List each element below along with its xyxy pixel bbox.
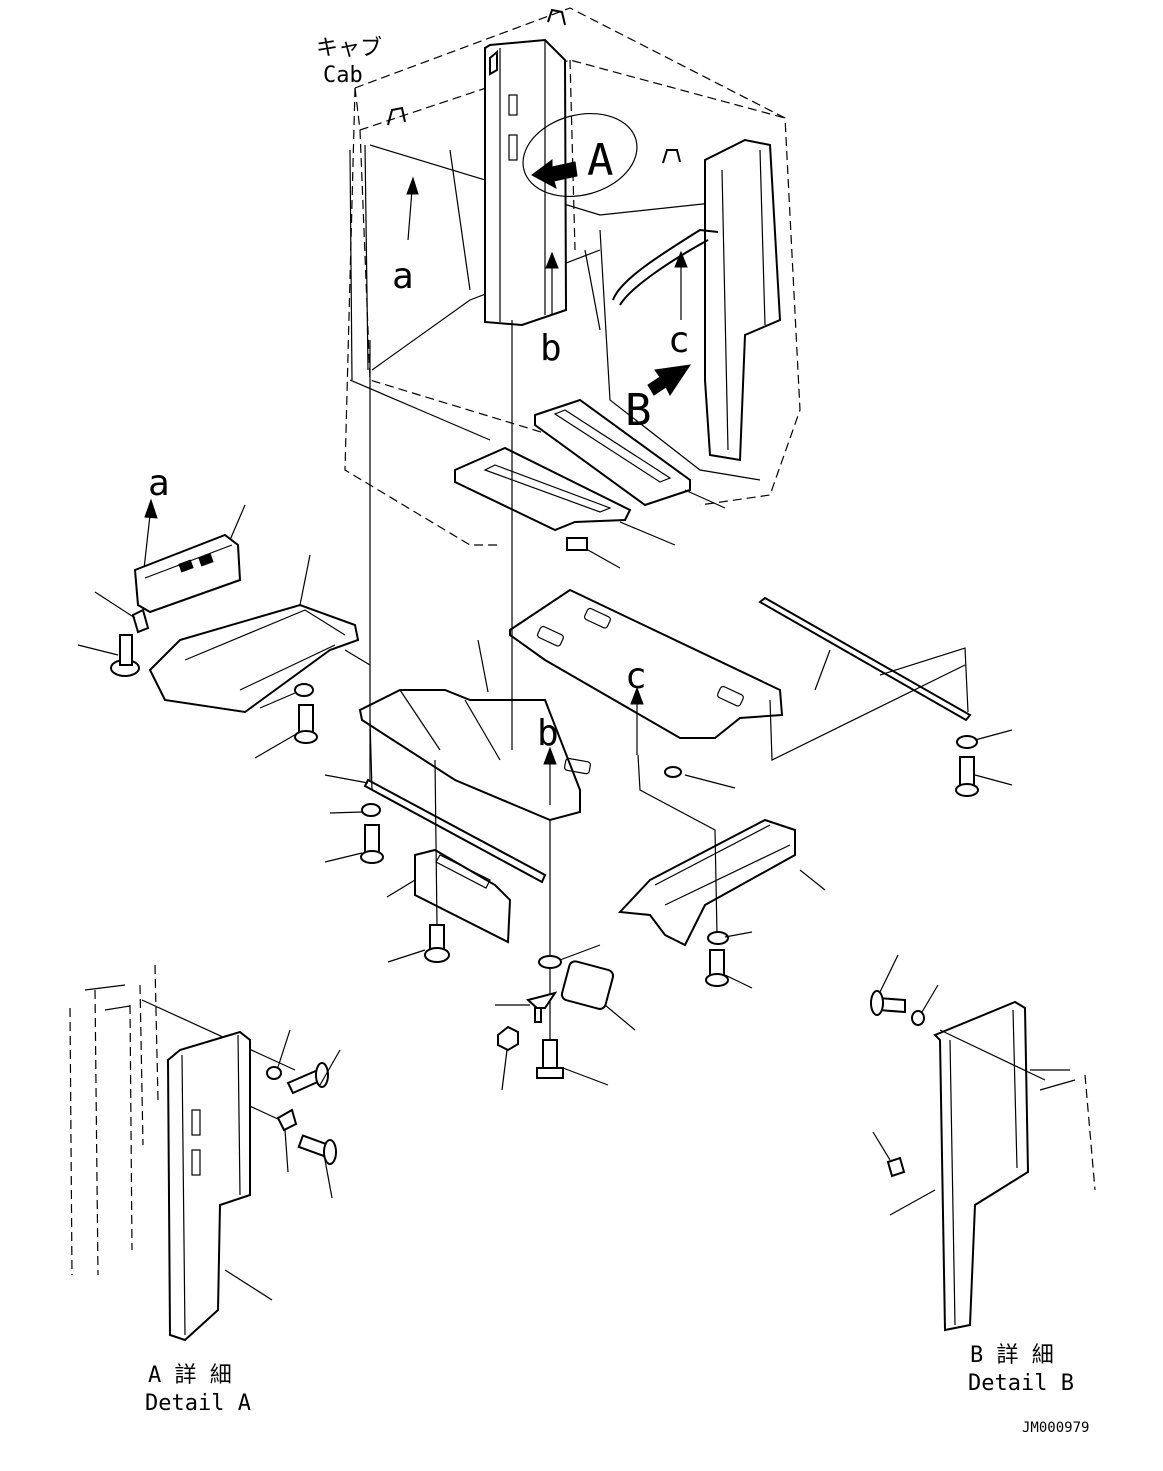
svg-text:b: b [540, 328, 562, 369]
clip-small [94, 591, 150, 634]
floor-mat-lower [454, 446, 632, 551]
cab-label-jp: キャブ [316, 36, 382, 61]
washer-right [956, 729, 1013, 749]
cover-plate [386, 759, 512, 944]
view-b-marker: B [625, 364, 692, 436]
bolt-duct-right [705, 949, 753, 989]
bolt-duct [77, 634, 140, 677]
cab-pillar-left [484, 38, 568, 327]
detail-a-label-en: Detail A [145, 1391, 251, 1416]
nut-floor [664, 766, 736, 789]
ref-arrow-b-top: b [540, 251, 562, 369]
nut-center [497, 1025, 519, 1091]
detail-b-label-en: Detail B [968, 1371, 1074, 1396]
washer-duct-right [707, 931, 753, 945]
detail-b [870, 954, 1096, 1332]
view-b-label: B [625, 385, 652, 436]
seal-strip-left [324, 774, 547, 884]
bracket-lines-right [769, 647, 969, 761]
duct-left [148, 554, 371, 714]
bolt-center [536, 1039, 609, 1086]
floor-plate-front [358, 639, 591, 822]
ref-arrow-a-top: a [392, 176, 419, 297]
washer-left [329, 803, 381, 817]
floor-plate-rear [509, 588, 784, 739]
washer-duct [259, 683, 314, 709]
cab-outline [344, 7, 801, 546]
svg-text:a: a [148, 463, 170, 504]
grille-vent [133, 504, 246, 614]
duct-right [617, 754, 826, 947]
detail-b-label-jp: B 詳 細 [970, 1343, 1054, 1368]
bolt-right [955, 756, 1013, 797]
floor-mat-upper [534, 398, 691, 507]
cab-pillar-right [612, 138, 782, 462]
ref-arrow-c-mid: c [625, 656, 647, 755]
svg-text:c: c [625, 656, 647, 697]
view-a-label: A [587, 135, 614, 186]
seal-strip-right [758, 596, 972, 722]
svg-text:b: b [537, 713, 559, 754]
cab-label-en: Cab [323, 63, 363, 88]
svg-text:c: c [668, 320, 690, 361]
detail-a [69, 964, 341, 1342]
svg-text:a: a [392, 256, 414, 297]
cover-small [560, 960, 636, 1031]
detail-a-label-jp: A 詳 細 [148, 1363, 232, 1388]
drawing-number: JM000979 [1022, 1420, 1089, 1436]
ref-arrow-b-mid: b [537, 713, 559, 805]
bolt-floor-left [254, 704, 318, 759]
view-a-marker: A [522, 112, 638, 198]
bolt-cover [387, 924, 450, 963]
bracket-center [495, 991, 558, 1023]
ref-arrow-c-top: c [668, 250, 690, 361]
bolt-left [324, 824, 384, 864]
washer-center [538, 944, 601, 969]
